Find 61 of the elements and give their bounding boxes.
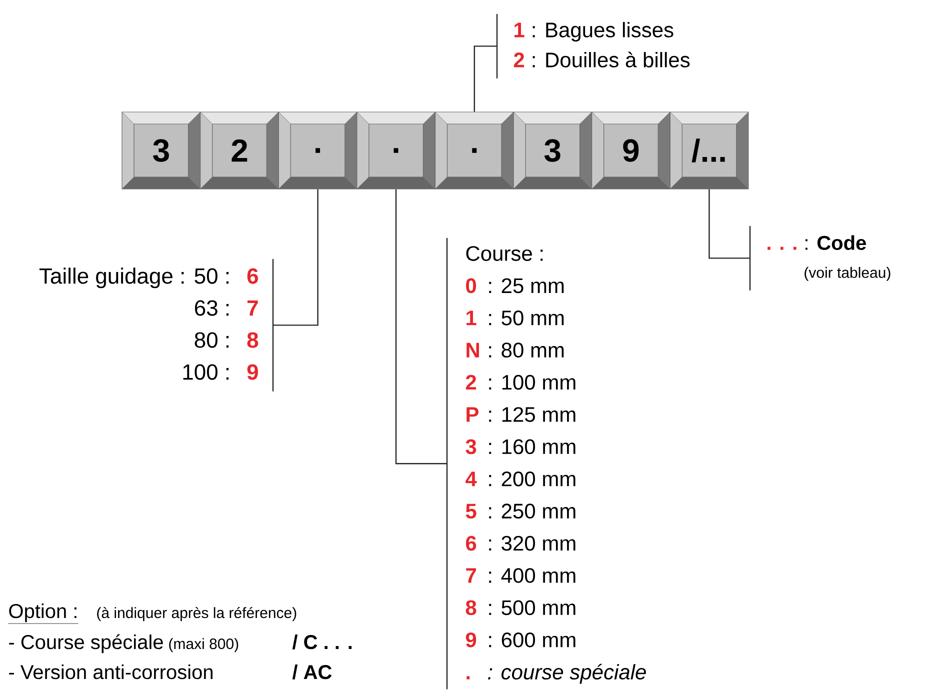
key-box: . [356, 112, 436, 190]
option-text: : 250 mm [489, 504, 576, 519]
option-text: : course spéciale [488, 664, 646, 684]
option-code: . . . [768, 246, 796, 250]
option-code: 6 [247, 268, 258, 284]
option-note: (à indiquer après la référence) [97, 606, 296, 622]
option-text: : 80 mm [489, 342, 564, 358]
option-code: . [466, 676, 470, 680]
option-code: / C . . . [292, 634, 352, 650]
option-code: 7 [248, 300, 258, 316]
option-code: 2 [514, 52, 524, 68]
connector-line [474, 46, 497, 112]
option-text: : 100 mm [489, 374, 576, 390]
key-box: 9 [592, 112, 670, 190]
option-text: : Bagues lisses [532, 22, 674, 42]
option-code: 9 [247, 364, 258, 380]
option-text: : 25 mm [489, 278, 564, 294]
key-box: /... [670, 112, 749, 190]
option-text: : 320 mm [489, 536, 576, 551]
option-code: 2 [466, 374, 476, 390]
size-text: 80 : [194, 332, 229, 348]
key-box: 3 [513, 112, 592, 190]
connector-line [273, 189, 318, 326]
option-code: 1 [514, 22, 524, 38]
option-text: : 200 mm [489, 471, 576, 486]
size-text: 100 : [183, 364, 229, 380]
note-text: (voir tableau) [804, 266, 890, 281]
option-text: - Course spéciale [9, 634, 163, 654]
option-text: : 600 mm [489, 632, 576, 648]
key-box: 2 [200, 112, 279, 190]
list-heading: Course : [466, 246, 543, 261]
option-code: 9 [466, 632, 476, 648]
option-code: 7 [466, 568, 476, 583]
option-text: : 125 mm [489, 407, 576, 422]
option-note: (maxi 800) [169, 638, 238, 652]
option-code: / AC [292, 664, 332, 680]
size-text: 63 : [195, 300, 229, 316]
connector-line [708, 189, 750, 259]
key-box: . [434, 112, 514, 190]
option-code: 1 [466, 310, 476, 326]
option-text: : 50 mm [489, 310, 564, 326]
option-text: : 400 mm [489, 568, 576, 583]
option-heading: Option : [8, 604, 78, 624]
option-text: : Douilles à billes [532, 52, 690, 68]
option-code: 8 [247, 332, 258, 348]
option-code: N [466, 342, 479, 358]
option-code: 4 [466, 472, 477, 486]
option-code: 0 [466, 278, 476, 294]
option-text: - Version anti-corrosion [9, 664, 212, 680]
key-box: . [278, 112, 358, 190]
option-code: 8 [466, 600, 476, 616]
option-text: : 500 mm [489, 600, 576, 616]
option-code: 6 [466, 536, 476, 551]
connector-line [395, 189, 447, 464]
option-text: : Code [806, 235, 866, 250]
option-code: 5 [466, 504, 476, 519]
option-code: 3 [466, 439, 476, 454]
size-text: Taille guidage : 50 : [39, 268, 229, 288]
option-text: : 160 mm [489, 439, 576, 454]
option-code: P [466, 407, 478, 422]
key-box: 3 [122, 112, 201, 190]
